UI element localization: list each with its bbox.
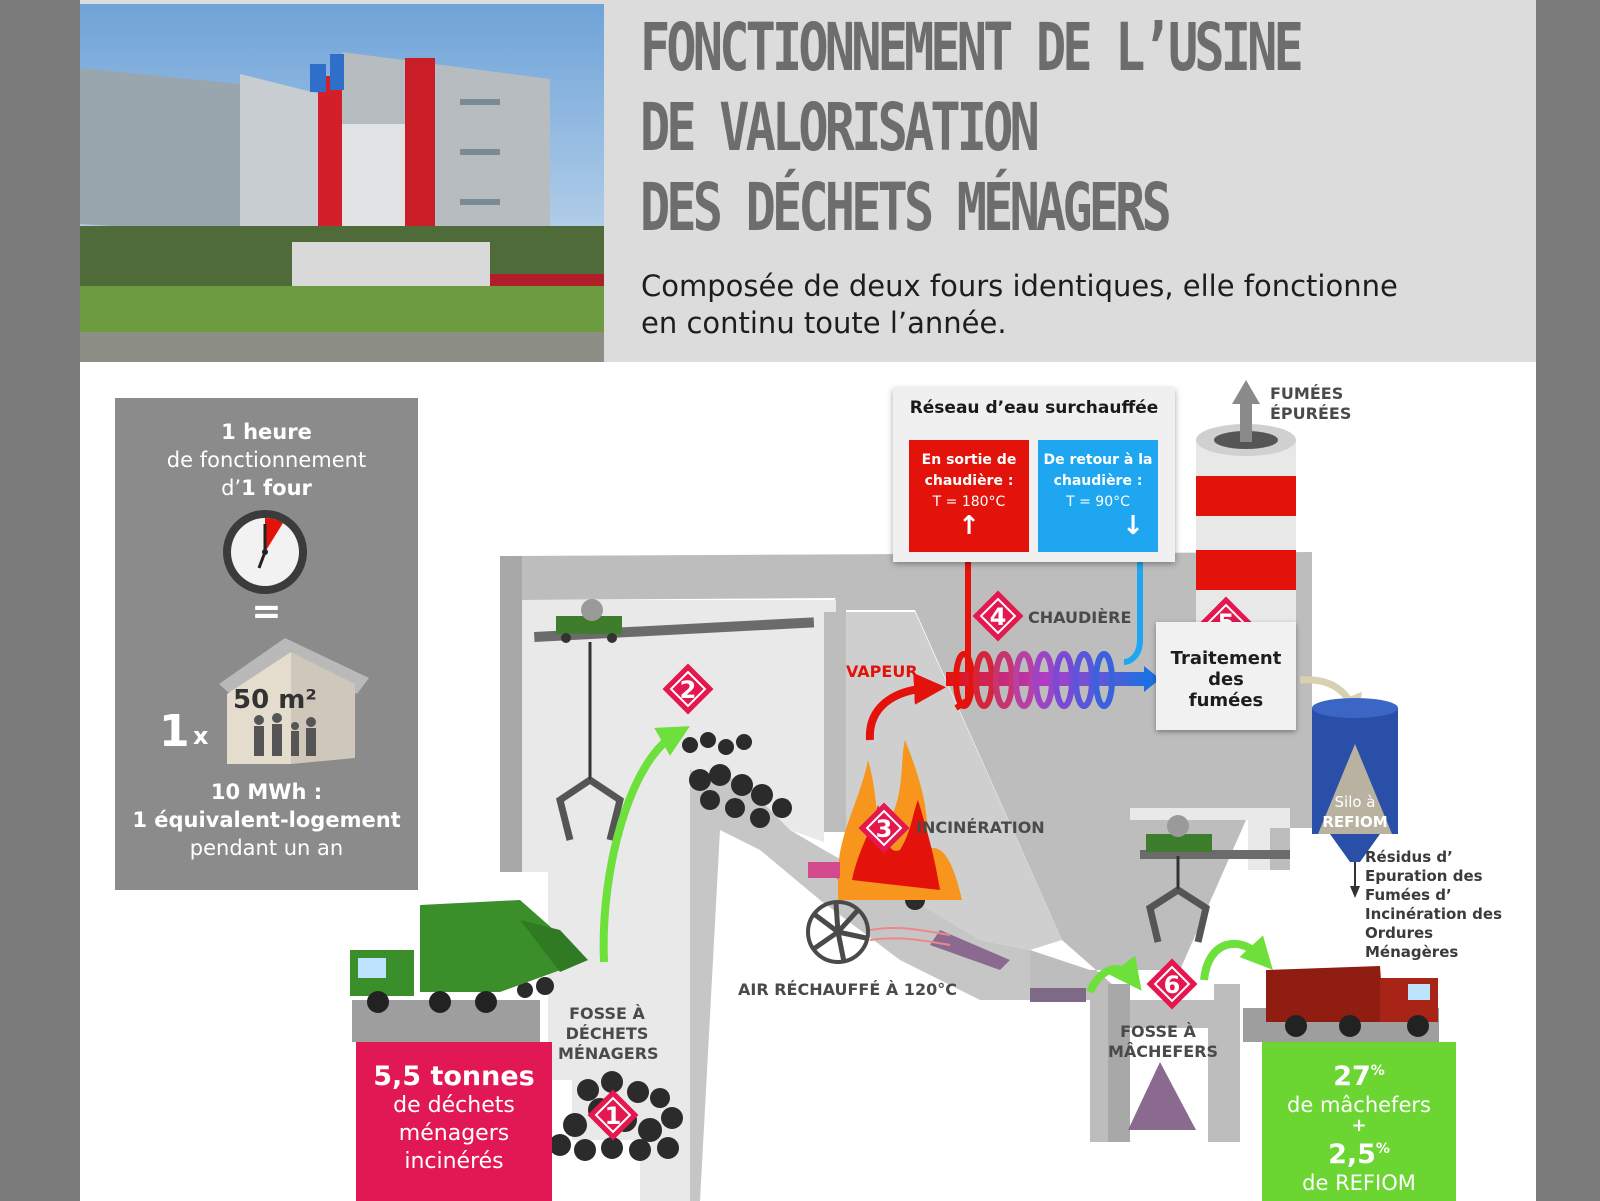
left-border: [0, 0, 80, 1201]
house-times: x: [193, 722, 209, 750]
right-border: [1536, 0, 1600, 1201]
step-marker-1: 1: [587, 1089, 639, 1141]
equivalence-furnace: d’1 four: [221, 476, 312, 500]
vapeur-label: VAPEUR: [846, 662, 918, 681]
refiom-percent: 2,5%: [1328, 1139, 1390, 1170]
step-marker-4: 4: [972, 590, 1024, 642]
step-marker-3: 3: [858, 802, 910, 854]
arrow-up-icon: ↑: [958, 511, 980, 541]
refiom-definition: Résidus d’ Epuration des Fumées d’ Incin…: [1365, 848, 1503, 961]
chimney: [1196, 380, 1296, 622]
clock-icon: [223, 510, 307, 594]
boiler-return-box: De retour à la chaudière : T = 90°C ↓: [1038, 440, 1158, 552]
arrow-down-icon: ↓: [1122, 511, 1144, 541]
title-line-2: DE VALORISATION: [640, 89, 1040, 166]
steam-arrow: [865, 672, 946, 741]
refiom-silo: [1312, 698, 1398, 898]
machefers-percent: 27%: [1333, 1061, 1385, 1092]
fumees-epurees-label: FUMÉES ÉPURÉES: [1270, 384, 1352, 423]
waste-input-box: 5,5 tonnes de déchets ménagers incinérés: [356, 1042, 552, 1201]
boiler-outlet-box: En sortie de chaudière : T = 180°C ↑: [909, 440, 1029, 552]
svg-text:2: 2: [680, 676, 697, 704]
fosse-dechets-label: FOSSE À DÉCHETS MÉNAGERS: [558, 1004, 659, 1063]
output-box: 27% de mâchefers + 2,5% de REFIOM: [1262, 1042, 1456, 1201]
house-icon: 50 m²: [219, 638, 369, 764]
step-marker-6: 6: [1146, 958, 1198, 1010]
silo-label: Silo à REFIOM: [1322, 793, 1388, 831]
clinker-truck: [1266, 966, 1438, 1037]
hot-water-network-title: Réseau d’eau surchauffée: [909, 398, 1159, 418]
hot-water-network-box: Réseau d’eau surchauffée En sortie de ch…: [893, 388, 1175, 562]
equivalence-mwh: 10 MWh :: [210, 780, 323, 804]
fan-icon: [806, 900, 951, 964]
waste-crane: [534, 599, 815, 841]
equivalence-hour: 1 heure: [221, 420, 312, 444]
fume-treatment-box: Traitement des fumées: [1156, 622, 1296, 730]
incineration-label: INCINÉRATION: [916, 818, 1045, 837]
title-line-3: DES DÉCHETS MÉNAGERS: [640, 169, 1172, 246]
plant-photo: [80, 4, 604, 362]
house-area-label: 50 m²: [233, 685, 317, 715]
page-subtitle: Composée de deux fours identiques, elle …: [641, 268, 1398, 342]
svg-text:6: 6: [1164, 971, 1181, 999]
step-marker-2: 2: [662, 663, 714, 715]
burner-nozzle: [808, 862, 840, 878]
chaudiere-label: CHAUDIÈRE: [1028, 608, 1132, 627]
air-rechauffe-label: AIR RÉCHAUFFÉ À 120°C: [738, 980, 957, 999]
title-line-1: FONCTIONNEMENT DE L’USINE: [640, 9, 1304, 86]
boiler-coil: [946, 562, 1160, 711]
green-arrow-to-truck: [1200, 935, 1273, 981]
green-arrow-to-clinker-pit: [1086, 955, 1142, 994]
waste-tonnes: 5,5 tonnes: [373, 1061, 535, 1092]
subtitle-line-1: Composée de deux fours identiques, elle …: [641, 269, 1398, 303]
house-multiplier: 1: [159, 706, 190, 757]
clinker-piles: [930, 930, 1196, 1130]
clinker-crane: [1140, 815, 1290, 943]
svg-text:3: 3: [876, 815, 893, 843]
equivalence-operation: de fonctionnement: [166, 448, 367, 472]
green-arrow-to-hopper: [599, 726, 690, 963]
equivalence-box: 1 heure de fonctionnement d’1 four = 50 …: [115, 398, 418, 890]
equivalence-duration: pendant un an: [189, 836, 344, 860]
svg-text:1: 1: [605, 1102, 622, 1130]
garbage-truck: [350, 900, 588, 1013]
subtitle-line-2: en continu toute l’année.: [641, 306, 1007, 340]
equivalence-logement: 1 équivalent-logement: [132, 808, 401, 832]
page-title: FONCTIONNEMENT DE L’USINE DE VALORISATIO…: [640, 8, 1304, 248]
equals-sign: =: [251, 591, 282, 632]
svg-text:4: 4: [990, 603, 1007, 631]
fosse-machefers-label: FOSSE À MÂCHEFERS: [1108, 1022, 1219, 1061]
